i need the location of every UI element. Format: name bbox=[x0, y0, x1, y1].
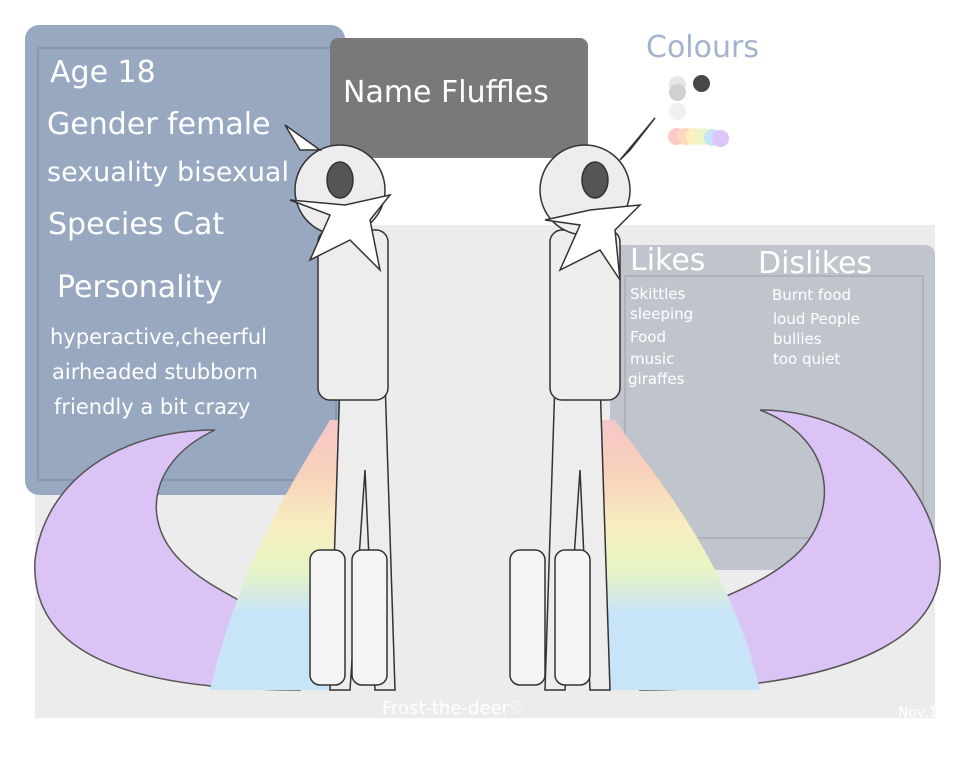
likes-title: Likes bbox=[630, 243, 706, 278]
swatch bbox=[693, 75, 710, 92]
right-tail-rainbow bbox=[590, 420, 760, 690]
like-item: Skittles bbox=[630, 285, 686, 303]
character-name: Name Fluffles bbox=[343, 75, 549, 110]
date-text: Nov.1 bbox=[898, 705, 938, 721]
swatch bbox=[669, 103, 686, 120]
gender-text: Gender female bbox=[47, 107, 271, 142]
name-box bbox=[330, 38, 588, 158]
age-text: Age 18 bbox=[50, 55, 156, 90]
dislike-item: Burnt food bbox=[772, 286, 852, 304]
sexuality-text: sexuality bisexual bbox=[47, 157, 289, 188]
colours-title: Colours bbox=[646, 30, 759, 65]
artist-signature: Frost-the-deer♡ bbox=[382, 698, 526, 719]
like-item: sleeping bbox=[630, 305, 694, 323]
swatch bbox=[712, 130, 729, 147]
personality-line: airheaded stubborn bbox=[52, 360, 258, 384]
swatch bbox=[669, 84, 686, 101]
personality-line: friendly a bit crazy bbox=[54, 395, 251, 419]
species-text: Species Cat bbox=[48, 207, 225, 242]
dislike-item: loud People bbox=[773, 310, 860, 328]
dislikes-title: Dislikes bbox=[758, 246, 873, 281]
left-character bbox=[284, 124, 396, 691]
like-item: music bbox=[630, 350, 675, 368]
personality-label: Personality bbox=[57, 270, 223, 305]
like-item: Food bbox=[630, 328, 666, 346]
dislike-item: too quiet bbox=[773, 350, 841, 368]
personality-line: hyperactive,cheerful bbox=[50, 325, 267, 349]
right-character bbox=[509, 117, 656, 691]
dislike-item: bullies bbox=[773, 330, 822, 348]
like-item: giraffes bbox=[628, 370, 685, 388]
info-panel bbox=[25, 25, 345, 495]
